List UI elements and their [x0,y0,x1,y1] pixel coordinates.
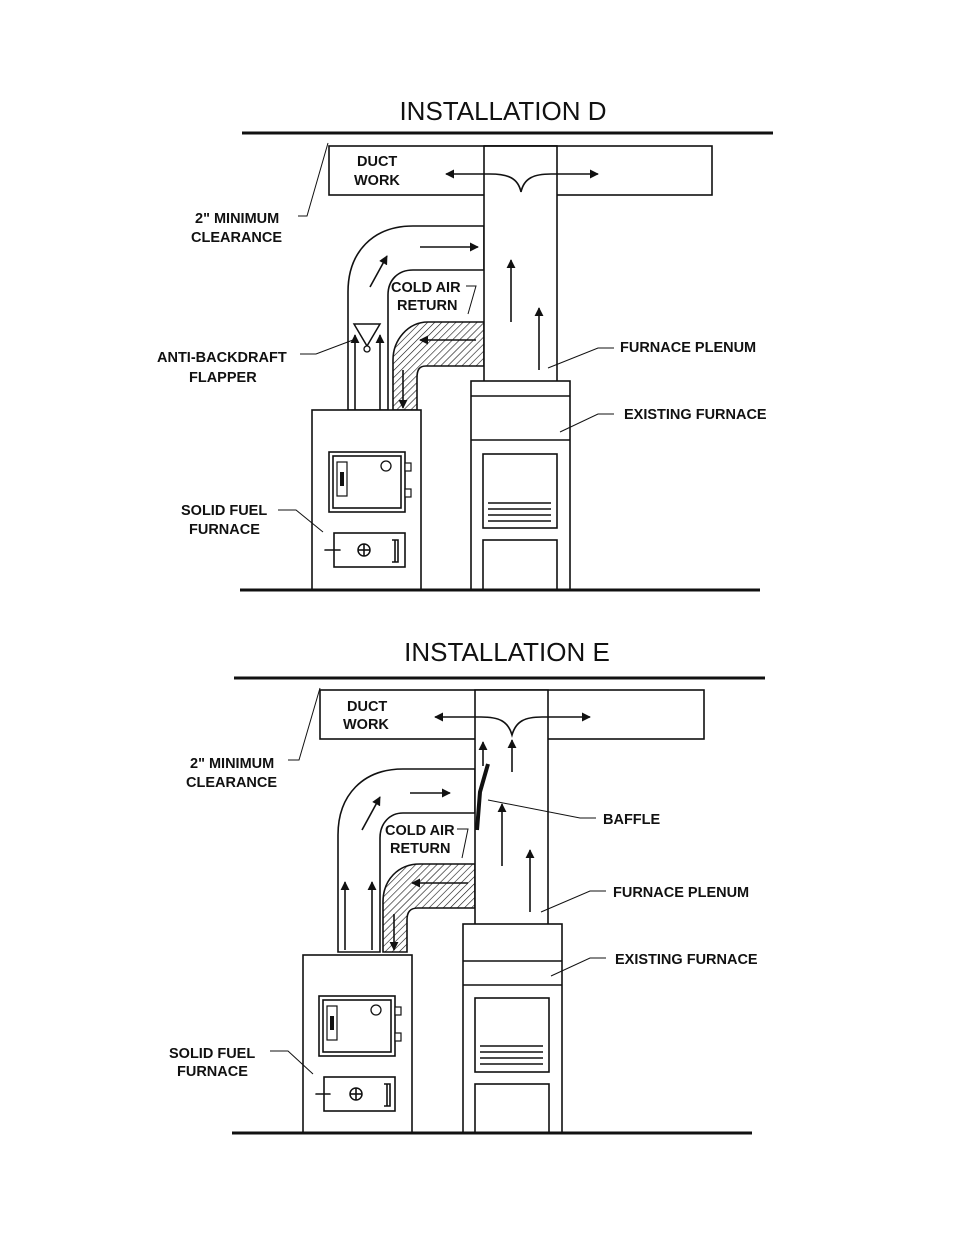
baffle-label: BAFFLE [603,812,661,828]
solid-fuel-label-1: SOLID FUEL [181,503,267,519]
cold-air-return-label-1: COLD AIR [391,280,461,296]
duct-work-label-2: WORK [343,717,389,733]
furnace-plenum [475,690,548,925]
min-clearance-label-1: 2" MINIMUM [195,211,279,227]
duct-work-label-1: DUCT [347,699,387,715]
solid-fuel-label-2: FURNACE [189,522,260,538]
min-clearance-label-2: CLEARANCE [191,230,282,246]
cold-air-return-duct [383,864,475,952]
furnace-panel [475,998,549,1072]
cold-air-return-label-2: RETURN [390,841,450,857]
cold-air-return-label-2: RETURN [397,298,457,314]
anti-backdraft-label-2: FLAPPER [189,370,257,386]
anti-backdraft-label-1: ANTI-BACKDRAFT [157,350,287,366]
furnace-plenum [484,146,557,382]
existing-furnace-label: EXISTING FURNACE [624,407,767,423]
solid-fuel-label-2: FURNACE [177,1064,248,1080]
duct-work-label-2: WORK [354,173,400,189]
installation-d: INSTALLATION D DUCT WORK [157,96,773,590]
furnace-panel [483,454,557,528]
existing-furnace-label: EXISTING FURNACE [615,952,758,968]
furnace-lower-door [483,540,557,590]
min-clearance-label-2: CLEARANCE [186,775,277,791]
cold-air-return-label-1: COLD AIR [385,823,455,839]
furnace-lower-door [475,1084,549,1133]
diagram-title: INSTALLATION E [404,637,610,667]
min-clearance-label-1: 2" MINIMUM [190,756,274,772]
diagram-title: INSTALLATION D [399,96,606,126]
installation-e: INSTALLATION E DUCT WORK [169,637,765,1133]
solid-fuel-label-1: SOLID FUEL [169,1046,255,1062]
duct-work-label-1: DUCT [357,154,397,170]
furnace-plenum-label: FURNACE PLENUM [613,885,749,901]
furnace-plenum-label: FURNACE PLENUM [620,340,756,356]
